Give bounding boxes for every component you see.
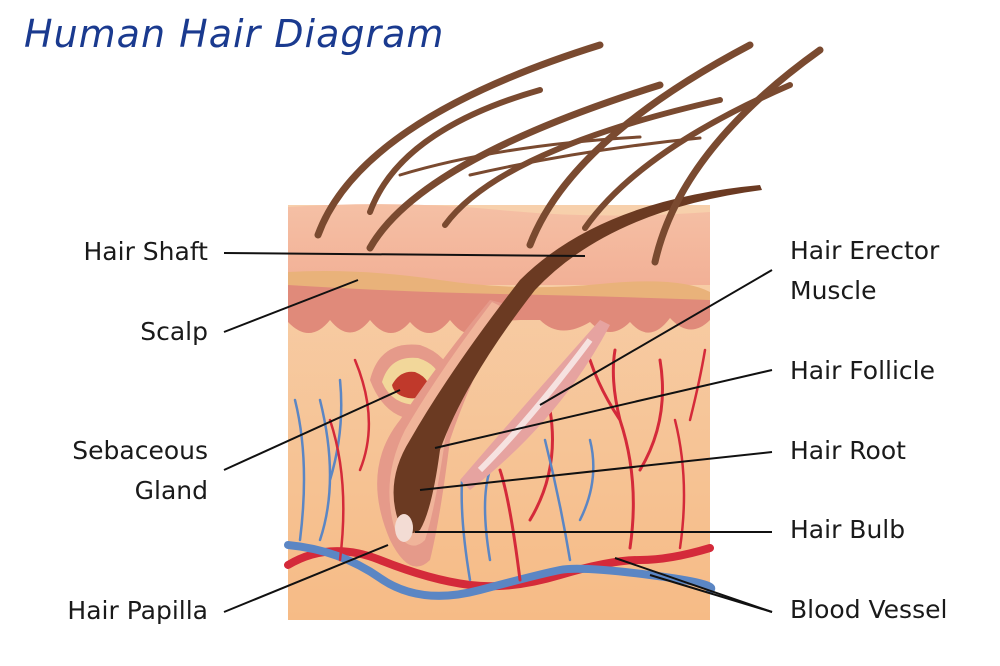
- label-hair-erector-muscle: Hair Erector Muscle: [790, 231, 939, 311]
- surface-hairs: [314, 41, 824, 266]
- hair-erector-muscle-shape: [460, 320, 610, 490]
- label-text: Scalp: [140, 317, 208, 346]
- label-hair-follicle: Hair Follicle: [790, 351, 935, 391]
- label-text: Blood Vessel: [790, 595, 948, 624]
- label-hair-bulb: Hair Bulb: [790, 510, 905, 550]
- main-hair-strand: [393, 185, 762, 542]
- label-sebaceous-gland: Sebaceous Gland: [72, 431, 208, 511]
- label-text-line2: Gland: [134, 476, 208, 505]
- label-blood-vessel: Blood Vessel: [790, 590, 947, 630]
- label-text: Hair Follicle: [790, 356, 935, 385]
- label-text-line1: Hair Erector: [790, 236, 940, 265]
- label-text-line1: Sebaceous: [72, 436, 208, 465]
- label-text: Hair Root: [790, 436, 906, 465]
- label-hair-shaft: Hair Shaft: [84, 232, 209, 272]
- leader-lines: [223, 252, 773, 613]
- diagram-title: Human Hair Diagram: [24, 12, 445, 56]
- label-hair-papilla: Hair Papilla: [67, 591, 208, 631]
- label-text-line2: Muscle: [790, 276, 877, 305]
- label-text: Hair Shaft: [83, 237, 209, 266]
- label-text: Hair Bulb: [790, 515, 906, 544]
- hair-papilla-shape: [395, 514, 413, 542]
- label-text: Hair Papilla: [67, 596, 208, 625]
- label-hair-root: Hair Root: [790, 431, 906, 471]
- label-scalp: Scalp: [140, 312, 208, 352]
